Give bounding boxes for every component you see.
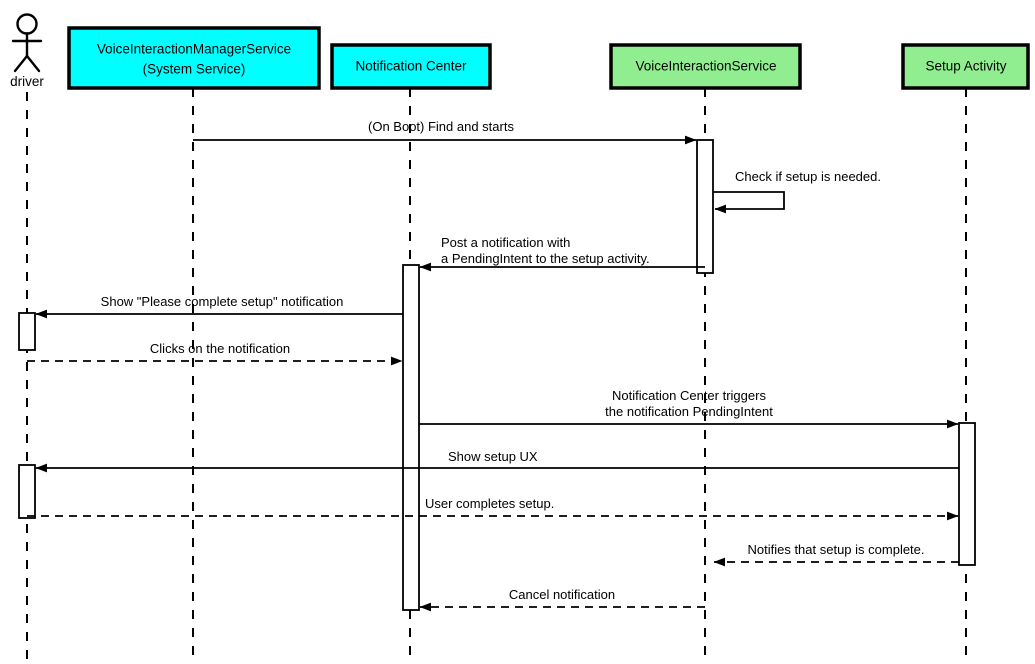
message-check-if-setup-is-needed[interactable]: Check if setup is needed. — [713, 169, 881, 214]
activation-bars-group — [18, 139, 976, 611]
participant-notification-center[interactable]: Notification Center — [330, 43, 492, 90]
activation-bar-voiceinteractionservice — [696, 139, 714, 274]
participant-box-notification-center — [330, 43, 492, 90]
participant-box-voiceinteractionservice — [609, 43, 802, 90]
actor-label-driver: driver — [10, 74, 44, 89]
actor-stick-figure-icon — [11, 13, 43, 73]
message-label-line2: a PendingIntent to the setup activity. — [441, 251, 650, 266]
message-label: Notifies that setup is complete. — [747, 542, 924, 557]
participant-label-voiceinteractionservice: VoiceInteractionService — [635, 59, 776, 74]
participant-driver[interactable]: driver — [10, 13, 44, 90]
message-on-boot-find-and-starts[interactable]: (On Boot) Find and starts — [193, 119, 697, 145]
participant-voiceinteractionmanagerservice[interactable]: VoiceInteractionManagerService (System S… — [67, 26, 321, 90]
message-label: Check if setup is needed. — [735, 169, 881, 184]
message-label: Show "Please complete setup" notificatio… — [101, 294, 344, 309]
participant-label-line2: (System Service) — [143, 62, 246, 77]
participant-label-setup-activity: Setup Activity — [925, 59, 1006, 74]
message-notification-center-triggers-pendingintent[interactable]: Notification Center triggers the notific… — [419, 388, 959, 429]
message-label: Clicks on the notification — [150, 341, 290, 356]
message-label-line1: Post a notification with — [441, 235, 570, 250]
message-notifies-that-setup-is-complete[interactable]: Notifies that setup is complete. — [713, 542, 959, 567]
activation-bar-driver-1 — [18, 312, 36, 351]
participant-label-notification-center: Notification Center — [355, 59, 467, 74]
message-cancel-notification[interactable]: Cancel notification — [419, 587, 705, 612]
message-post-a-notification[interactable]: Post a notification with a PendingIntent… — [419, 235, 705, 272]
activation-bar-driver-2 — [18, 464, 36, 519]
participant-box-setup-activity — [901, 43, 1030, 90]
message-label-line1: Notification Center triggers — [612, 388, 766, 403]
message-show-please-complete-setup-notification[interactable]: Show "Please complete setup" notificatio… — [35, 294, 403, 319]
participant-voiceinteractionservice[interactable]: VoiceInteractionService — [609, 43, 802, 90]
activation-bar-notification-center — [402, 264, 420, 611]
message-self-loop-path — [713, 191, 785, 214]
message-show-setup-ux[interactable]: Show setup UX — [35, 449, 959, 473]
message-user-completes-setup[interactable]: User completes setup. — [27, 496, 959, 521]
message-label: Cancel notification — [509, 587, 615, 602]
participant-box-voiceinteractionmanagerservice — [67, 26, 321, 90]
message-label-line2: the notification PendingIntent — [605, 404, 773, 419]
activation-bar-setup-activity — [958, 422, 976, 566]
participant-setup-activity[interactable]: Setup Activity — [901, 43, 1030, 90]
message-label: (On Boot) Find and starts — [368, 119, 514, 134]
message-label: User completes setup. — [425, 496, 554, 511]
participant-label-line1: VoiceInteractionManagerService — [97, 42, 291, 57]
message-label: Show setup UX — [448, 449, 538, 464]
message-clicks-on-the-notification[interactable]: Clicks on the notification — [27, 341, 403, 366]
